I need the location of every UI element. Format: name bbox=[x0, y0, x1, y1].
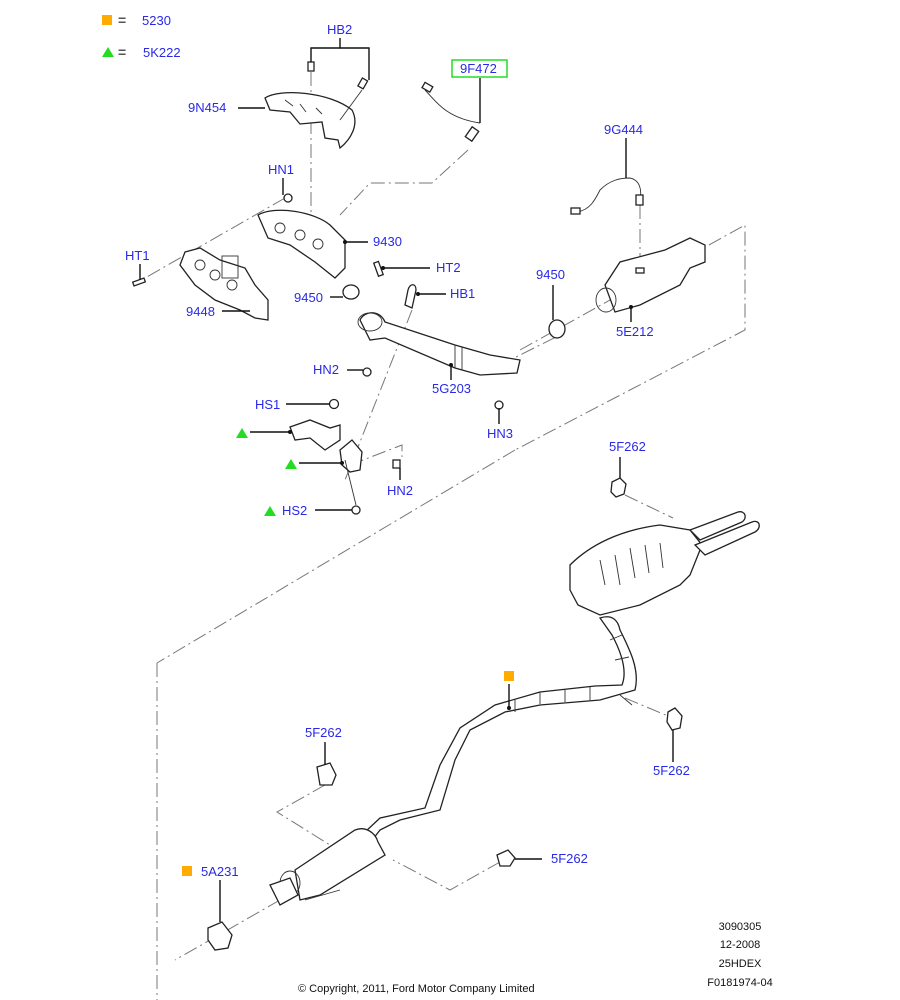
callout-5f262-mid-left[interactable]: 5F262 bbox=[305, 725, 342, 740]
callout-5f262-mid-right[interactable]: 5F262 bbox=[653, 763, 690, 778]
callout-9450-right[interactable]: 9450 bbox=[536, 267, 565, 282]
ref-line-1: 3090305 bbox=[719, 921, 762, 933]
parts bbox=[131, 61, 760, 951]
green-triangle-icon bbox=[285, 459, 297, 469]
centerline-5f262-bottom bbox=[392, 859, 501, 891]
sensor-9f472[interactable] bbox=[421, 81, 481, 143]
legend: = 5230 = 5K222 bbox=[102, 12, 181, 60]
nut-hn2-lower[interactable] bbox=[392, 459, 401, 469]
orange-square-icon bbox=[182, 866, 192, 876]
intermediate-pipe[interactable] bbox=[364, 616, 637, 845]
callout-5f262-top[interactable]: 5F262 bbox=[609, 439, 646, 454]
green-triangle-icon bbox=[236, 428, 248, 438]
insulator-5f262-top[interactable] bbox=[610, 477, 627, 498]
bracket-5k222-upper[interactable] bbox=[289, 419, 341, 451]
ref-line-4: F0181974-04 bbox=[707, 977, 772, 989]
centerline-9f472 bbox=[339, 149, 469, 216]
nut-hn1[interactable] bbox=[283, 193, 293, 203]
centerline-5f262-top bbox=[624, 494, 674, 519]
centerline-main-diagonal bbox=[156, 449, 516, 664]
legend-equals-1: = bbox=[118, 12, 126, 28]
centerline-ht1 bbox=[137, 197, 286, 283]
callout-hn2-upper[interactable]: HN2 bbox=[313, 362, 339, 377]
hn2-lower-box bbox=[349, 444, 403, 466]
green-triangle-icon bbox=[102, 47, 114, 57]
legend-part-5230[interactable]: 5230 bbox=[142, 13, 171, 28]
callout-9450-left[interactable]: 9450 bbox=[294, 290, 323, 305]
leader-dots bbox=[288, 240, 633, 710]
exhaust-manifold-9430[interactable] bbox=[257, 209, 346, 279]
callout-9448[interactable]: 9448 bbox=[186, 304, 215, 319]
gasket-9450-left[interactable] bbox=[342, 284, 360, 300]
nut-hs1[interactable] bbox=[328, 398, 340, 410]
insulator-5f262-bottom[interactable] bbox=[496, 849, 516, 867]
insulator-5f262-mid-right[interactable] bbox=[666, 707, 683, 731]
stud-ht1[interactable] bbox=[131, 277, 147, 287]
sensor-9g444[interactable] bbox=[570, 177, 644, 215]
markers bbox=[182, 428, 514, 876]
callout-5a231[interactable]: 5A231 bbox=[201, 864, 239, 879]
bolt-hb1[interactable] bbox=[404, 284, 417, 309]
ref-line-2: 12-2008 bbox=[720, 939, 760, 951]
callout-5f262-bottom[interactable]: 5F262 bbox=[551, 851, 588, 866]
stud-ht2[interactable] bbox=[372, 260, 385, 278]
callout-hs1[interactable]: HS1 bbox=[255, 397, 280, 412]
legend-equals-2: = bbox=[118, 44, 126, 60]
callout-9n454[interactable]: 9N454 bbox=[188, 100, 226, 115]
callout-hn3[interactable]: HN3 bbox=[487, 426, 513, 441]
callout-hs2[interactable]: HS2 bbox=[282, 503, 307, 518]
callout-labels: HB2 9F472 9N454 9G444 HN1 HT1 9430 HT2 9… bbox=[125, 22, 690, 879]
nut-hs2[interactable] bbox=[351, 505, 361, 515]
copyright-text: © Copyright, 2011, Ford Motor Company Li… bbox=[298, 983, 535, 995]
nut-hn2-upper[interactable] bbox=[362, 367, 372, 377]
rear-muffler[interactable] bbox=[569, 511, 760, 616]
callout-9f472[interactable]: 9F472 bbox=[460, 61, 497, 76]
callout-hn2-lower[interactable]: HN2 bbox=[387, 483, 413, 498]
nut-hn3[interactable] bbox=[494, 400, 504, 410]
downpipe-5g203[interactable] bbox=[357, 312, 521, 376]
highlight-box-9f472 bbox=[451, 59, 508, 78]
orange-square-icon bbox=[102, 15, 112, 25]
callout-hb1[interactable]: HB1 bbox=[450, 286, 475, 301]
legend-part-5k222[interactable]: 5K222 bbox=[143, 45, 181, 60]
front-muffler[interactable] bbox=[269, 828, 386, 906]
green-triangle-icon bbox=[264, 506, 276, 516]
dpf-5e212[interactable] bbox=[595, 237, 706, 313]
gasket-9448[interactable] bbox=[179, 247, 269, 321]
callout-ht2[interactable]: HT2 bbox=[436, 260, 461, 275]
clamp-5a231[interactable] bbox=[207, 921, 233, 951]
callout-hn1[interactable]: HN1 bbox=[268, 162, 294, 177]
insulator-5f262-mid-left[interactable] bbox=[316, 762, 337, 786]
callout-hb2[interactable]: HB2 bbox=[327, 22, 352, 37]
callout-ht1[interactable]: HT1 bbox=[125, 248, 150, 263]
footer: 3090305 12-2008 25HDEX F0181974-04 © Cop… bbox=[298, 921, 773, 995]
centerline-5f262-mid-left bbox=[276, 784, 331, 846]
callout-5g203[interactable]: 5G203 bbox=[432, 381, 471, 396]
centerline-5f262-mid-right bbox=[624, 697, 669, 717]
leader-lines bbox=[139, 38, 674, 922]
callout-9g444[interactable]: 9G444 bbox=[604, 122, 643, 137]
gasket-9450-right[interactable] bbox=[548, 319, 566, 339]
orange-square-icon bbox=[504, 671, 514, 681]
callout-9430[interactable]: 9430 bbox=[373, 234, 402, 249]
callout-5e212[interactable]: 5E212 bbox=[616, 324, 654, 339]
heat-shield-9n454[interactable] bbox=[264, 92, 356, 150]
ref-line-3: 25HDEX bbox=[719, 958, 762, 970]
